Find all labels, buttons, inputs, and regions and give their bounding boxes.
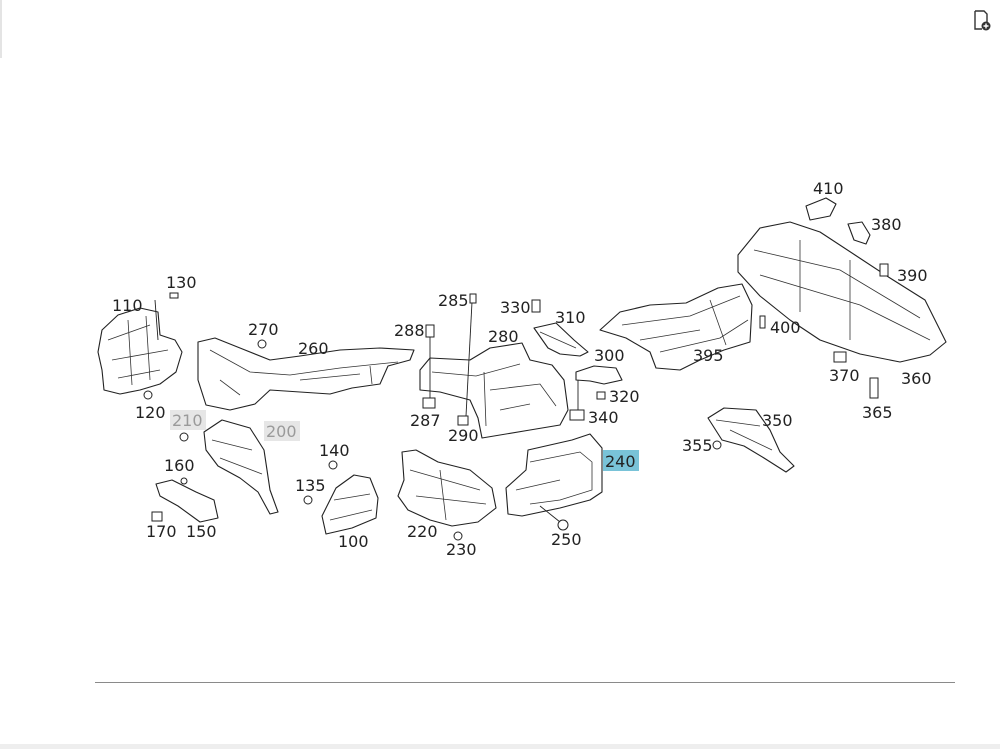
part-150-bracket[interactable] xyxy=(155,479,219,523)
part-365-bolt[interactable] xyxy=(869,377,879,399)
label-120[interactable]: 120 xyxy=(135,403,166,422)
label-288[interactable]: 288 xyxy=(394,321,425,340)
label-260[interactable]: 260 xyxy=(298,339,329,358)
label-400[interactable]: 400 xyxy=(770,318,801,337)
label-250[interactable]: 250 xyxy=(551,530,582,549)
part-370-nut[interactable] xyxy=(833,351,847,363)
label-240[interactable]: 240 xyxy=(605,452,636,471)
label-340[interactable]: 340 xyxy=(588,408,619,427)
part-360-rear-shield[interactable] xyxy=(737,221,947,363)
label-410[interactable]: 410 xyxy=(813,179,844,198)
label-320[interactable]: 320 xyxy=(609,387,640,406)
label-270[interactable]: 270 xyxy=(248,320,279,339)
page-add-icon xyxy=(974,10,991,31)
label-330[interactable]: 330 xyxy=(500,298,531,317)
part-290-clip[interactable] xyxy=(457,415,469,426)
label-370[interactable]: 370 xyxy=(829,366,860,385)
part-400-bolt[interactable] xyxy=(759,315,766,329)
label-395[interactable]: 395 xyxy=(693,346,724,365)
highlight-240 xyxy=(603,450,639,471)
part-170-clip[interactable] xyxy=(151,511,163,522)
part-395-tunnel-shield[interactable] xyxy=(599,283,753,371)
label-210[interactable]: 210 xyxy=(172,411,203,430)
part-210-screw[interactable] xyxy=(179,432,189,442)
label-200[interactable]: 200 xyxy=(266,422,297,441)
export-page-button[interactable] xyxy=(970,8,994,32)
part-410-clamp[interactable] xyxy=(805,197,837,221)
panel-edge xyxy=(0,0,2,58)
label-135[interactable]: 135 xyxy=(295,476,326,495)
part-250-nut[interactable] xyxy=(557,519,569,531)
divider-line xyxy=(95,682,955,683)
leader-130 xyxy=(154,299,159,341)
part-200-shield[interactable] xyxy=(203,419,279,515)
label-355[interactable]: 355 xyxy=(682,436,713,455)
part-320-nut[interactable] xyxy=(596,391,606,400)
label-130[interactable]: 130 xyxy=(166,273,197,292)
label-140[interactable]: 140 xyxy=(319,441,350,460)
part-220-shield[interactable] xyxy=(397,449,497,527)
highlight-200 xyxy=(264,421,300,441)
label-150[interactable]: 150 xyxy=(186,522,217,541)
part-100-bracket[interactable] xyxy=(321,474,379,535)
label-310[interactable]: 310 xyxy=(555,308,586,327)
label-300[interactable]: 300 xyxy=(594,346,625,365)
label-390[interactable]: 390 xyxy=(897,266,928,285)
part-280-shield[interactable] xyxy=(419,342,569,439)
label-285[interactable]: 285 xyxy=(438,291,469,310)
part-240-shield[interactable] xyxy=(505,433,603,517)
part-160-bolt[interactable] xyxy=(180,477,188,485)
part-285-bolt[interactable] xyxy=(469,293,477,304)
label-170[interactable]: 170 xyxy=(146,522,177,541)
part-300-bracket[interactable] xyxy=(575,365,623,385)
leader-285 xyxy=(465,301,473,417)
label-350[interactable]: 350 xyxy=(762,411,793,430)
part-120-nut[interactable] xyxy=(143,390,153,400)
label-160[interactable]: 160 xyxy=(164,456,195,475)
label-280[interactable]: 280 xyxy=(488,327,519,346)
part-260-shield[interactable] xyxy=(197,337,415,411)
label-110[interactable]: 110 xyxy=(112,296,143,315)
label-220[interactable]: 220 xyxy=(407,522,438,541)
label-290[interactable]: 290 xyxy=(448,426,479,445)
part-130-bolt[interactable] xyxy=(169,292,179,299)
part-355-screw[interactable] xyxy=(712,440,722,450)
part-310-bracket[interactable] xyxy=(533,322,589,357)
part-140-nut[interactable] xyxy=(328,460,338,470)
part-380-bracket[interactable] xyxy=(847,221,871,245)
label-380[interactable]: 380 xyxy=(871,215,902,234)
part-287-clip[interactable] xyxy=(422,397,436,409)
part-230-nut[interactable] xyxy=(453,531,463,541)
label-287[interactable]: 287 xyxy=(410,411,441,430)
label-230[interactable]: 230 xyxy=(446,540,477,559)
part-270-nut[interactable] xyxy=(257,339,267,349)
label-365[interactable]: 365 xyxy=(862,403,893,422)
label-360[interactable]: 360 xyxy=(901,369,932,388)
parts-diagram: 110 130 120 270 260 285 288 280 330 310 … xyxy=(97,179,947,559)
part-390-bolt[interactable] xyxy=(879,263,889,277)
part-340-clip[interactable] xyxy=(569,409,585,421)
label-100[interactable]: 100 xyxy=(338,532,369,551)
leader-250 xyxy=(539,505,561,523)
part-288-bolt[interactable] xyxy=(425,324,435,338)
part-330-bolt[interactable] xyxy=(531,299,541,313)
highlight-210 xyxy=(170,410,206,430)
footer-bar xyxy=(0,744,1000,749)
part-350-bracket[interactable] xyxy=(707,407,795,473)
part-135-screw[interactable] xyxy=(303,495,313,505)
part-110-shield[interactable] xyxy=(97,307,183,395)
